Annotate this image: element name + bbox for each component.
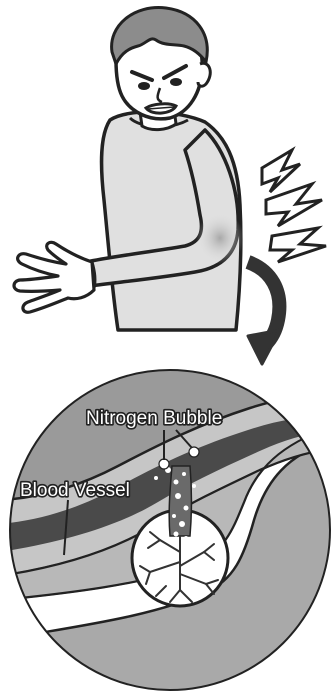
curved-arrow-icon	[248, 262, 280, 364]
lightning-icon	[266, 184, 322, 226]
ear	[198, 63, 210, 86]
right-eye	[170, 78, 182, 86]
pain-lightning-icons	[262, 150, 326, 262]
left-eye	[138, 82, 150, 90]
pain-area	[196, 212, 244, 264]
man-figure	[14, 8, 244, 330]
blood-vessel-label: Blood Vessel	[20, 480, 130, 501]
hand	[14, 242, 94, 312]
nitrogen-bubble-label: Nitrogen Bubble	[86, 408, 222, 429]
lightning-icon	[262, 150, 300, 192]
lightning-icon	[270, 228, 326, 262]
